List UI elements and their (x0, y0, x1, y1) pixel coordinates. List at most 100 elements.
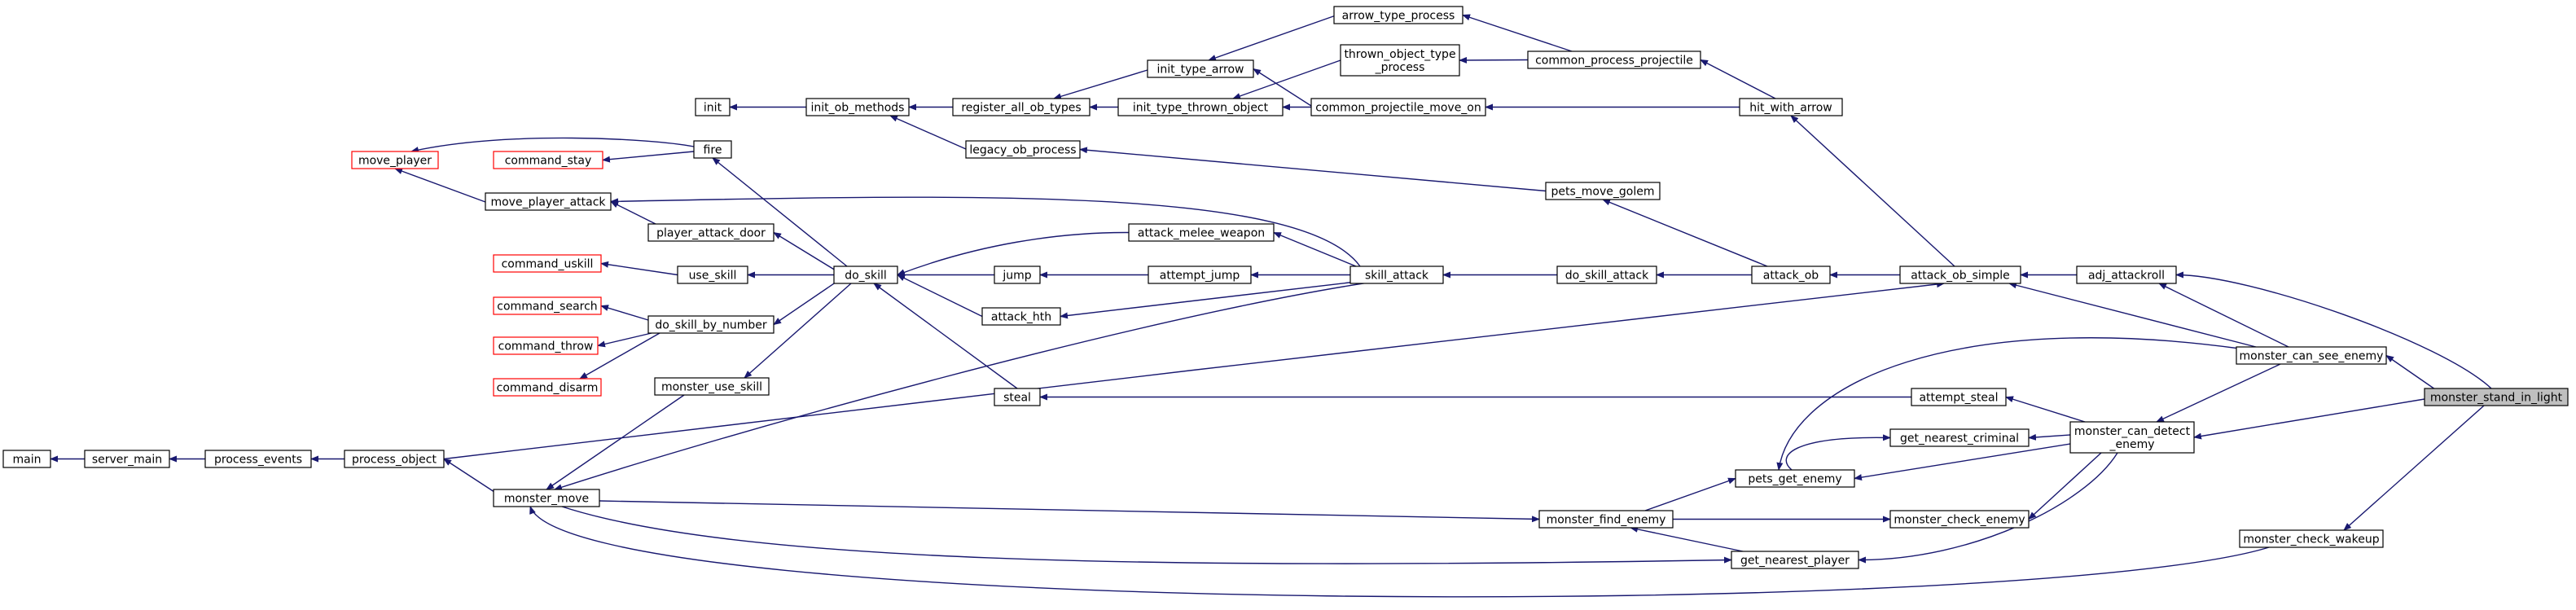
node-adj_attackroll[interactable]: adj_attackroll (2076, 266, 2177, 284)
node-attempt_steal[interactable]: attempt_steal (1911, 388, 2007, 406)
node-monster_can_detect_enemy[interactable]: monster_can_detect_enemy (2069, 421, 2195, 454)
node-hit_with_arrow[interactable]: hit_with_arrow (1739, 98, 1843, 116)
node-monster_stand_in_light[interactable]: monster_stand_in_light (2424, 388, 2569, 406)
node-box[interactable] (1545, 182, 1661, 200)
node-box[interactable] (647, 223, 775, 242)
node-box[interactable] (351, 151, 439, 169)
node-monster_use_skill[interactable]: monster_use_skill (654, 377, 770, 396)
node-box[interactable] (1889, 428, 2030, 447)
node-box[interactable] (493, 296, 602, 315)
node-box[interactable] (493, 254, 602, 273)
node-box[interactable] (493, 378, 602, 397)
node-box[interactable] (204, 450, 312, 468)
node-monster_check_enemy[interactable]: monster_check_enemy (1889, 510, 2030, 529)
node-box[interactable] (2236, 346, 2387, 365)
node-box[interactable] (647, 315, 775, 334)
node-box[interactable] (994, 266, 1041, 284)
node-attack_melee_weapon[interactable]: attack_melee_weapon (1128, 223, 1275, 242)
node-box[interactable] (833, 266, 898, 284)
node-box[interactable] (1556, 266, 1657, 284)
node-do_skill[interactable]: do_skill (833, 266, 898, 284)
node-box[interactable] (485, 192, 612, 211)
node-steal[interactable]: steal (994, 388, 1041, 406)
node-box[interactable] (695, 98, 731, 116)
node-server_main[interactable]: server_main (84, 450, 170, 468)
node-box[interactable] (2239, 529, 2384, 548)
node-command_disarm[interactable]: command_disarm (493, 378, 602, 397)
node-do_skill_attack[interactable]: do_skill_attack (1556, 266, 1657, 284)
node-monster_can_see_enemy[interactable]: monster_can_see_enemy (2236, 346, 2387, 365)
node-box[interactable] (1899, 266, 2021, 284)
node-do_skill_by_number[interactable]: do_skill_by_number (647, 315, 775, 334)
node-init_type_thrown_object[interactable]: init_type_thrown_object (1117, 98, 1284, 116)
node-box[interactable] (1117, 98, 1284, 116)
node-move_player_attack[interactable]: move_player_attack (485, 192, 612, 211)
node-command_stay[interactable]: command_stay (493, 151, 603, 169)
node-attack_ob_simple[interactable]: attack_ob_simple (1899, 266, 2021, 284)
node-init[interactable]: init (695, 98, 731, 116)
node-box[interactable] (1147, 59, 1254, 78)
node-monster_move[interactable]: monster_move (493, 489, 600, 507)
node-attack_hth[interactable]: attack_hth (981, 307, 1061, 326)
node-box[interactable] (677, 266, 748, 284)
node-monster_find_enemy[interactable]: monster_find_enemy (1538, 510, 1674, 529)
node-box[interactable] (1911, 388, 2007, 406)
node-common_process_projectile[interactable]: common_process_projectile (1527, 50, 1701, 69)
node-box[interactable] (493, 151, 603, 169)
node-box[interactable] (2069, 421, 2195, 454)
node-box[interactable] (654, 377, 770, 396)
node-get_nearest_player[interactable]: get_nearest_player (1731, 551, 1859, 569)
node-box[interactable] (493, 489, 600, 507)
node-box[interactable] (344, 450, 445, 468)
node-get_nearest_criminal[interactable]: get_nearest_criminal (1889, 428, 2030, 447)
node-box[interactable] (493, 336, 599, 355)
node-box[interactable] (1731, 551, 1859, 569)
node-command_uskill[interactable]: command_uskill (493, 254, 602, 273)
node-box[interactable] (2424, 388, 2569, 406)
node-player_attack_door[interactable]: player_attack_door (647, 223, 775, 242)
node-box[interactable] (1349, 266, 1444, 284)
node-legacy_ob_process[interactable]: legacy_ob_process (965, 140, 1081, 159)
node-common_projectile_move_on[interactable]: common_projectile_move_on (1310, 98, 1486, 116)
node-attempt_jump[interactable]: attempt_jump (1148, 266, 1252, 284)
node-move_player[interactable]: move_player (351, 151, 439, 169)
node-pets_move_golem[interactable]: pets_move_golem (1545, 182, 1661, 200)
node-box[interactable] (2, 450, 51, 468)
node-use_skill[interactable]: use_skill (677, 266, 748, 284)
node-box[interactable] (1340, 44, 1460, 77)
node-box[interactable] (693, 140, 732, 159)
node-box[interactable] (2076, 266, 2177, 284)
node-box[interactable] (1538, 510, 1674, 529)
node-command_throw[interactable]: command_throw (493, 336, 599, 355)
node-attack_ob[interactable]: attack_ob (1751, 266, 1831, 284)
node-fire[interactable]: fire (693, 140, 732, 159)
node-arrow_type_process[interactable]: arrow_type_process (1333, 6, 1464, 24)
node-process_events[interactable]: process_events (204, 450, 312, 468)
node-box[interactable] (981, 307, 1061, 326)
node-box[interactable] (1751, 266, 1831, 284)
node-thrown_object_type_process[interactable]: thrown_object_type_process (1340, 44, 1460, 77)
node-process_object[interactable]: process_object (344, 450, 445, 468)
node-box[interactable] (1889, 510, 2030, 529)
node-box[interactable] (1527, 50, 1701, 69)
node-main[interactable]: main (2, 450, 51, 468)
node-box[interactable] (1735, 469, 1855, 488)
node-command_search[interactable]: command_search (493, 296, 602, 315)
node-box[interactable] (84, 450, 170, 468)
node-register_all_ob_types[interactable]: register_all_ob_types (952, 98, 1091, 116)
node-init_type_arrow[interactable]: init_type_arrow (1147, 59, 1254, 78)
node-box[interactable] (1128, 223, 1275, 242)
node-init_ob_methods[interactable]: init_ob_methods (805, 98, 910, 116)
node-box[interactable] (952, 98, 1091, 116)
node-pets_get_enemy[interactable]: pets_get_enemy (1735, 469, 1855, 488)
node-box[interactable] (1739, 98, 1843, 116)
node-box[interactable] (1333, 6, 1464, 24)
node-box[interactable] (1310, 98, 1486, 116)
node-box[interactable] (994, 388, 1041, 406)
node-monster_check_wakeup[interactable]: monster_check_wakeup (2239, 529, 2384, 548)
node-box[interactable] (805, 98, 910, 116)
node-box[interactable] (1148, 266, 1252, 284)
node-skill_attack[interactable]: skill_attack (1349, 266, 1444, 284)
node-jump[interactable]: jump (994, 266, 1041, 284)
node-box[interactable] (965, 140, 1081, 159)
